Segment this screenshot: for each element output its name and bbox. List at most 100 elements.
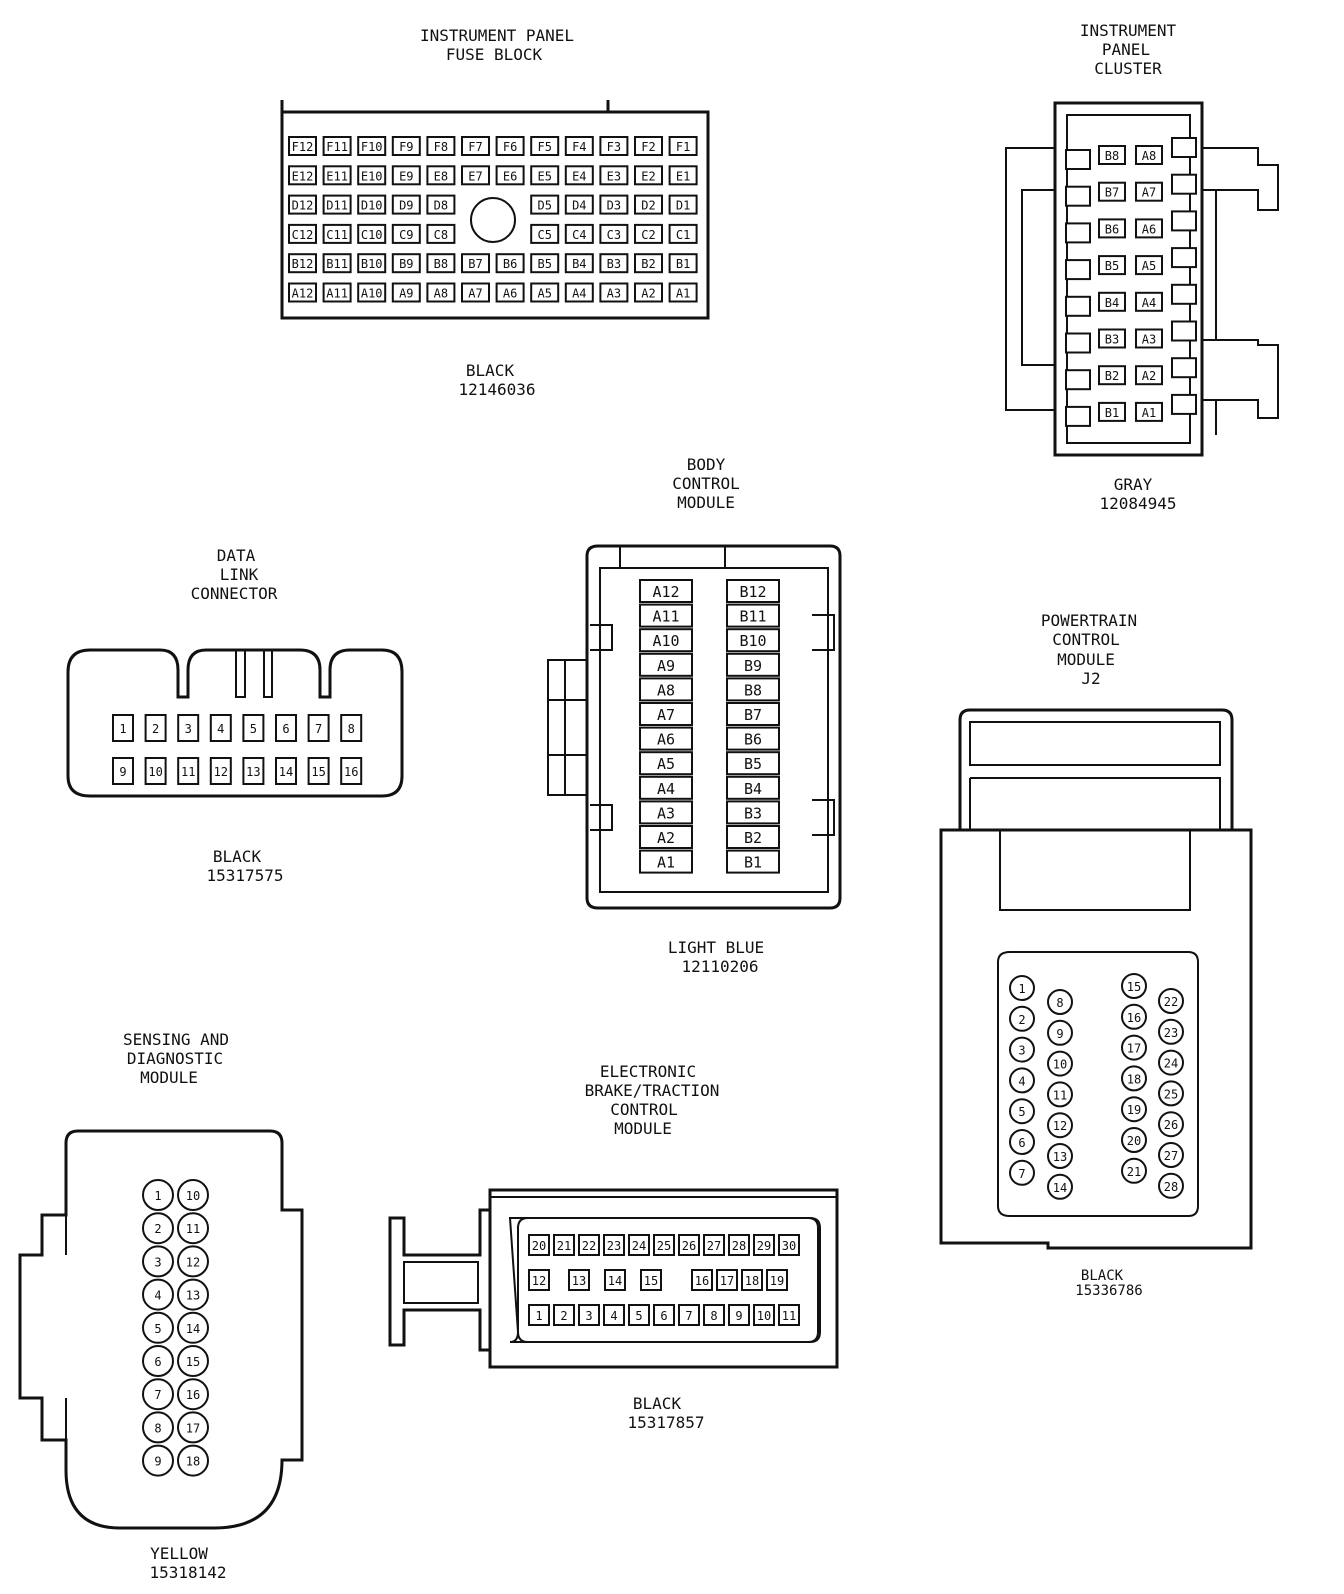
ipfb-color: BLACK	[466, 361, 515, 380]
pin-cavity: 8	[703, 1304, 725, 1326]
pin-label: C2	[641, 228, 655, 242]
pin-box	[461, 253, 490, 274]
pin-box	[1171, 137, 1197, 158]
pin-cavity: 6	[142, 1345, 174, 1377]
pin-box	[307, 757, 330, 785]
pin-label: 13	[572, 1274, 586, 1288]
pin-box	[322, 253, 352, 274]
pin-box	[703, 1304, 725, 1326]
pin-box	[530, 223, 560, 244]
pin-cavity: A12	[288, 282, 317, 303]
pin-box	[599, 282, 629, 303]
pin-circle	[1121, 1003, 1147, 1030]
pcm-title-line4: J2	[1081, 669, 1100, 688]
pin-box	[1135, 291, 1163, 312]
bcm-color: LIGHT BLUE	[668, 938, 764, 957]
pin-box	[639, 579, 693, 603]
ebtcm-title-line3: CONTROL	[610, 1100, 677, 1119]
pin-cavity: 15	[307, 757, 330, 785]
pin-label: 3	[154, 1255, 161, 1269]
pin-box	[726, 800, 780, 825]
pin-label: 24	[1164, 1057, 1178, 1071]
pin-cavity: A7	[639, 702, 693, 726]
pin-box	[495, 282, 525, 303]
pin-cavity	[1171, 137, 1197, 158]
pin-box	[177, 757, 200, 785]
pin-label: D4	[572, 199, 586, 213]
pin-box	[728, 1234, 750, 1256]
pin-box	[639, 628, 693, 653]
pin-box	[275, 714, 297, 742]
pin-label: 4	[1018, 1074, 1025, 1088]
pin-cavity: 13	[568, 1269, 590, 1291]
pin-label: 24	[632, 1239, 646, 1253]
pin-label: E11	[326, 169, 348, 183]
pin-cavity: 1	[112, 714, 134, 742]
pin-label: F6	[503, 140, 517, 154]
pin-cavity: B1	[1098, 401, 1126, 422]
ipc-title-line2: PANEL	[1102, 40, 1150, 59]
pin-cavity: 8	[340, 714, 363, 742]
pin-cavity: B3	[1098, 328, 1126, 349]
pin-label: 26	[682, 1239, 696, 1253]
pin-label: 22	[582, 1239, 596, 1253]
pin-label: B6	[503, 257, 517, 271]
pin-box	[288, 282, 317, 303]
pcm-pin-grid: 1234567891011121314151617181920212223242…	[1009, 973, 1184, 1200]
pin-label: A6	[1142, 222, 1156, 236]
pin-box	[1171, 320, 1197, 342]
pin-box	[553, 1304, 575, 1326]
pin-label: 12	[532, 1274, 546, 1288]
pcm-color: BLACK	[1081, 1268, 1124, 1284]
pin-label: A1	[1142, 406, 1156, 420]
pin-cavity: B11	[322, 253, 352, 274]
pin-cavity: A11	[639, 603, 693, 628]
pin-label: C8	[434, 228, 448, 242]
pin-cavity: E1	[668, 165, 698, 186]
pin-label: 7	[1018, 1167, 1025, 1181]
pin-cavity: D12	[288, 194, 317, 215]
pin-box	[753, 1304, 775, 1326]
pin-label: 12	[214, 765, 228, 779]
pin-box	[528, 1304, 550, 1326]
pin-cavity: C4	[564, 223, 594, 244]
pin-label: 13	[246, 765, 260, 779]
pin-circle	[177, 1411, 209, 1444]
pin-box	[726, 677, 780, 702]
pin-cavity: B6	[726, 726, 780, 751]
pin-box	[391, 194, 421, 215]
pin-cavity: B5	[530, 253, 560, 274]
pin-label: D3	[607, 199, 621, 213]
pin-label: A3	[657, 804, 675, 822]
pin-box	[668, 282, 698, 303]
pin-label: 12	[1053, 1119, 1067, 1133]
pin-label: C1	[676, 228, 690, 242]
pin-cavity: F9	[391, 136, 421, 156]
pin-box	[1171, 393, 1197, 415]
pin-label: A6	[503, 287, 517, 301]
pin-label: 1	[1018, 982, 1025, 996]
pin-label: B3	[607, 257, 621, 271]
pin-label: E7	[468, 169, 482, 183]
pin-cavity: F10	[357, 136, 387, 156]
pin-cavity: 27	[703, 1234, 725, 1256]
pin-box	[639, 849, 693, 874]
pin-box	[242, 757, 265, 785]
pin-label: 1	[535, 1309, 542, 1323]
pin-box	[778, 1234, 800, 1256]
pin-cavity: A4	[639, 775, 693, 800]
pin-box	[634, 223, 663, 244]
pin-label: C10	[361, 228, 383, 242]
pin-cavity: A5	[530, 282, 560, 303]
pin-cavity: E10	[357, 165, 387, 186]
pin-cavity: B8	[726, 677, 780, 702]
pin-box	[726, 652, 780, 677]
pin-box	[668, 136, 698, 156]
pin-cavity: 4	[209, 714, 232, 742]
pin-box	[639, 702, 693, 726]
pin-box	[553, 1234, 575, 1256]
pin-cavity: E6	[495, 165, 525, 186]
pin-circle	[1009, 1098, 1035, 1125]
pin-box	[741, 1269, 763, 1291]
ipc-color: GRAY	[1114, 475, 1153, 494]
